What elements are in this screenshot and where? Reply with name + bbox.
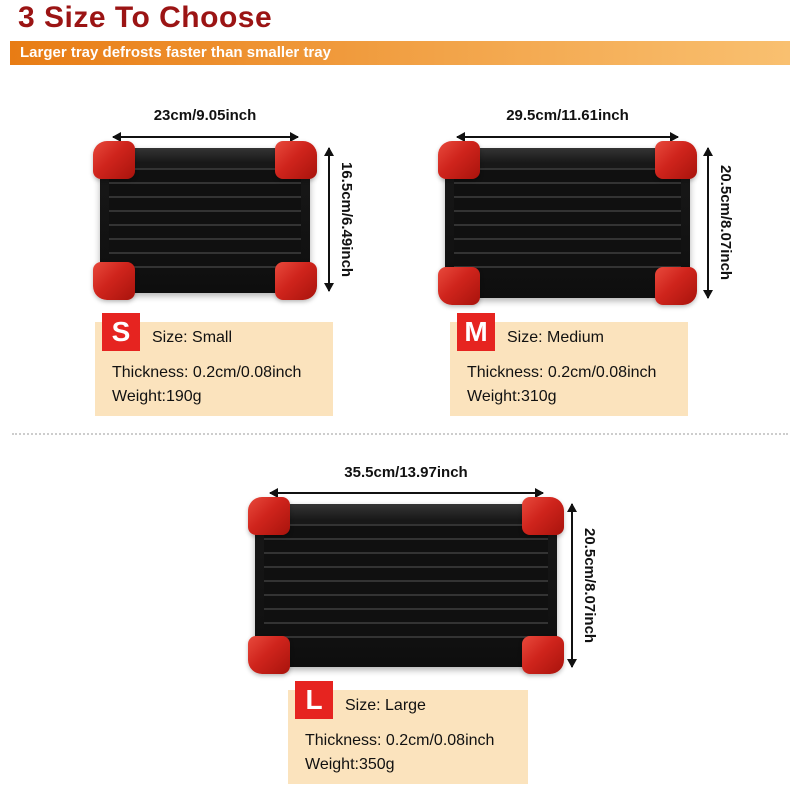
corner-protector-bottom-left [93, 262, 135, 300]
section-small: 23cm/9.05inch 16.5cm/6.49inch S Size: Sm… [93, 105, 355, 425]
size-name-label: Size: Medium [507, 329, 604, 346]
size-badge: S [102, 313, 140, 351]
size-name-label: Size: Small [152, 329, 233, 346]
height-arrow [567, 503, 577, 668]
tray-surface [255, 504, 557, 667]
weight-label: Weight:310g [467, 388, 557, 405]
dotted-separator [12, 433, 788, 435]
size-info-card: M Size: Medium Thickness: 0.2cm/0.08inch… [450, 313, 688, 416]
corner-protector-top-right [522, 497, 564, 535]
tray-ridges [454, 168, 681, 278]
height-arrow [324, 147, 334, 292]
section-large: 35.5cm/13.97inch 20.5cm/8.07inch L Size:… [248, 462, 605, 797]
size-info-card: L Size: Large Thickness: 0.2cm/0.08inch … [288, 681, 528, 784]
height-dimension-label: 20.5cm/8.07inch [581, 527, 598, 644]
size-badge: M [457, 313, 495, 351]
weight-label: Weight:350g [305, 756, 395, 773]
defrost-tray-image-large [248, 497, 564, 674]
thickness-label: Thickness: 0.2cm/0.08inch [112, 364, 302, 381]
defrost-tray-image-small [93, 141, 317, 300]
thickness-label: Thickness: 0.2cm/0.08inch [467, 364, 657, 381]
tray-ridges [109, 168, 301, 273]
corner-protector-bottom-right [522, 636, 564, 674]
page-title: 3 Size To Choose [18, 1, 273, 34]
size-info-card: S Size: Small Thickness: 0.2cm/0.08inch … [95, 313, 333, 416]
width-arrow [269, 488, 544, 498]
size-name-label: Size: Large [345, 697, 426, 714]
corner-protector-top-right [655, 141, 697, 179]
height-arrow [703, 147, 713, 299]
subtitle-banner: Larger tray defrosts faster than smaller… [10, 41, 790, 65]
height-dimension-label: 20.5cm/8.07inch [717, 165, 734, 281]
corner-protector-bottom-right [275, 262, 317, 300]
section-medium: 29.5cm/11.61inch 20.5cm/8.07inch M Size:… [438, 105, 745, 425]
width-arrow [112, 132, 299, 142]
thickness-label: Thickness: 0.2cm/0.08inch [305, 732, 495, 749]
width-dimension-label: 23cm/9.05inch [153, 107, 257, 124]
weight-label: Weight:190g [112, 388, 202, 405]
defrost-tray-image-medium [438, 141, 697, 305]
tray-ridges [264, 524, 548, 647]
height-dimension-label: 16.5cm/6.49inch [338, 161, 355, 278]
corner-protector-top-left [438, 141, 480, 179]
corner-protector-top-left [248, 497, 290, 535]
corner-protector-top-right [275, 141, 317, 179]
width-dimension-label: 29.5cm/11.61inch [506, 107, 629, 124]
size-badge: L [295, 681, 333, 719]
width-dimension-label: 35.5cm/13.97inch [344, 464, 468, 481]
width-arrow [456, 132, 679, 142]
corner-protector-bottom-left [248, 636, 290, 674]
corner-protector-top-left [93, 141, 135, 179]
tray-surface [445, 148, 690, 298]
corner-protector-bottom-right [655, 267, 697, 305]
corner-protector-bottom-left [438, 267, 480, 305]
